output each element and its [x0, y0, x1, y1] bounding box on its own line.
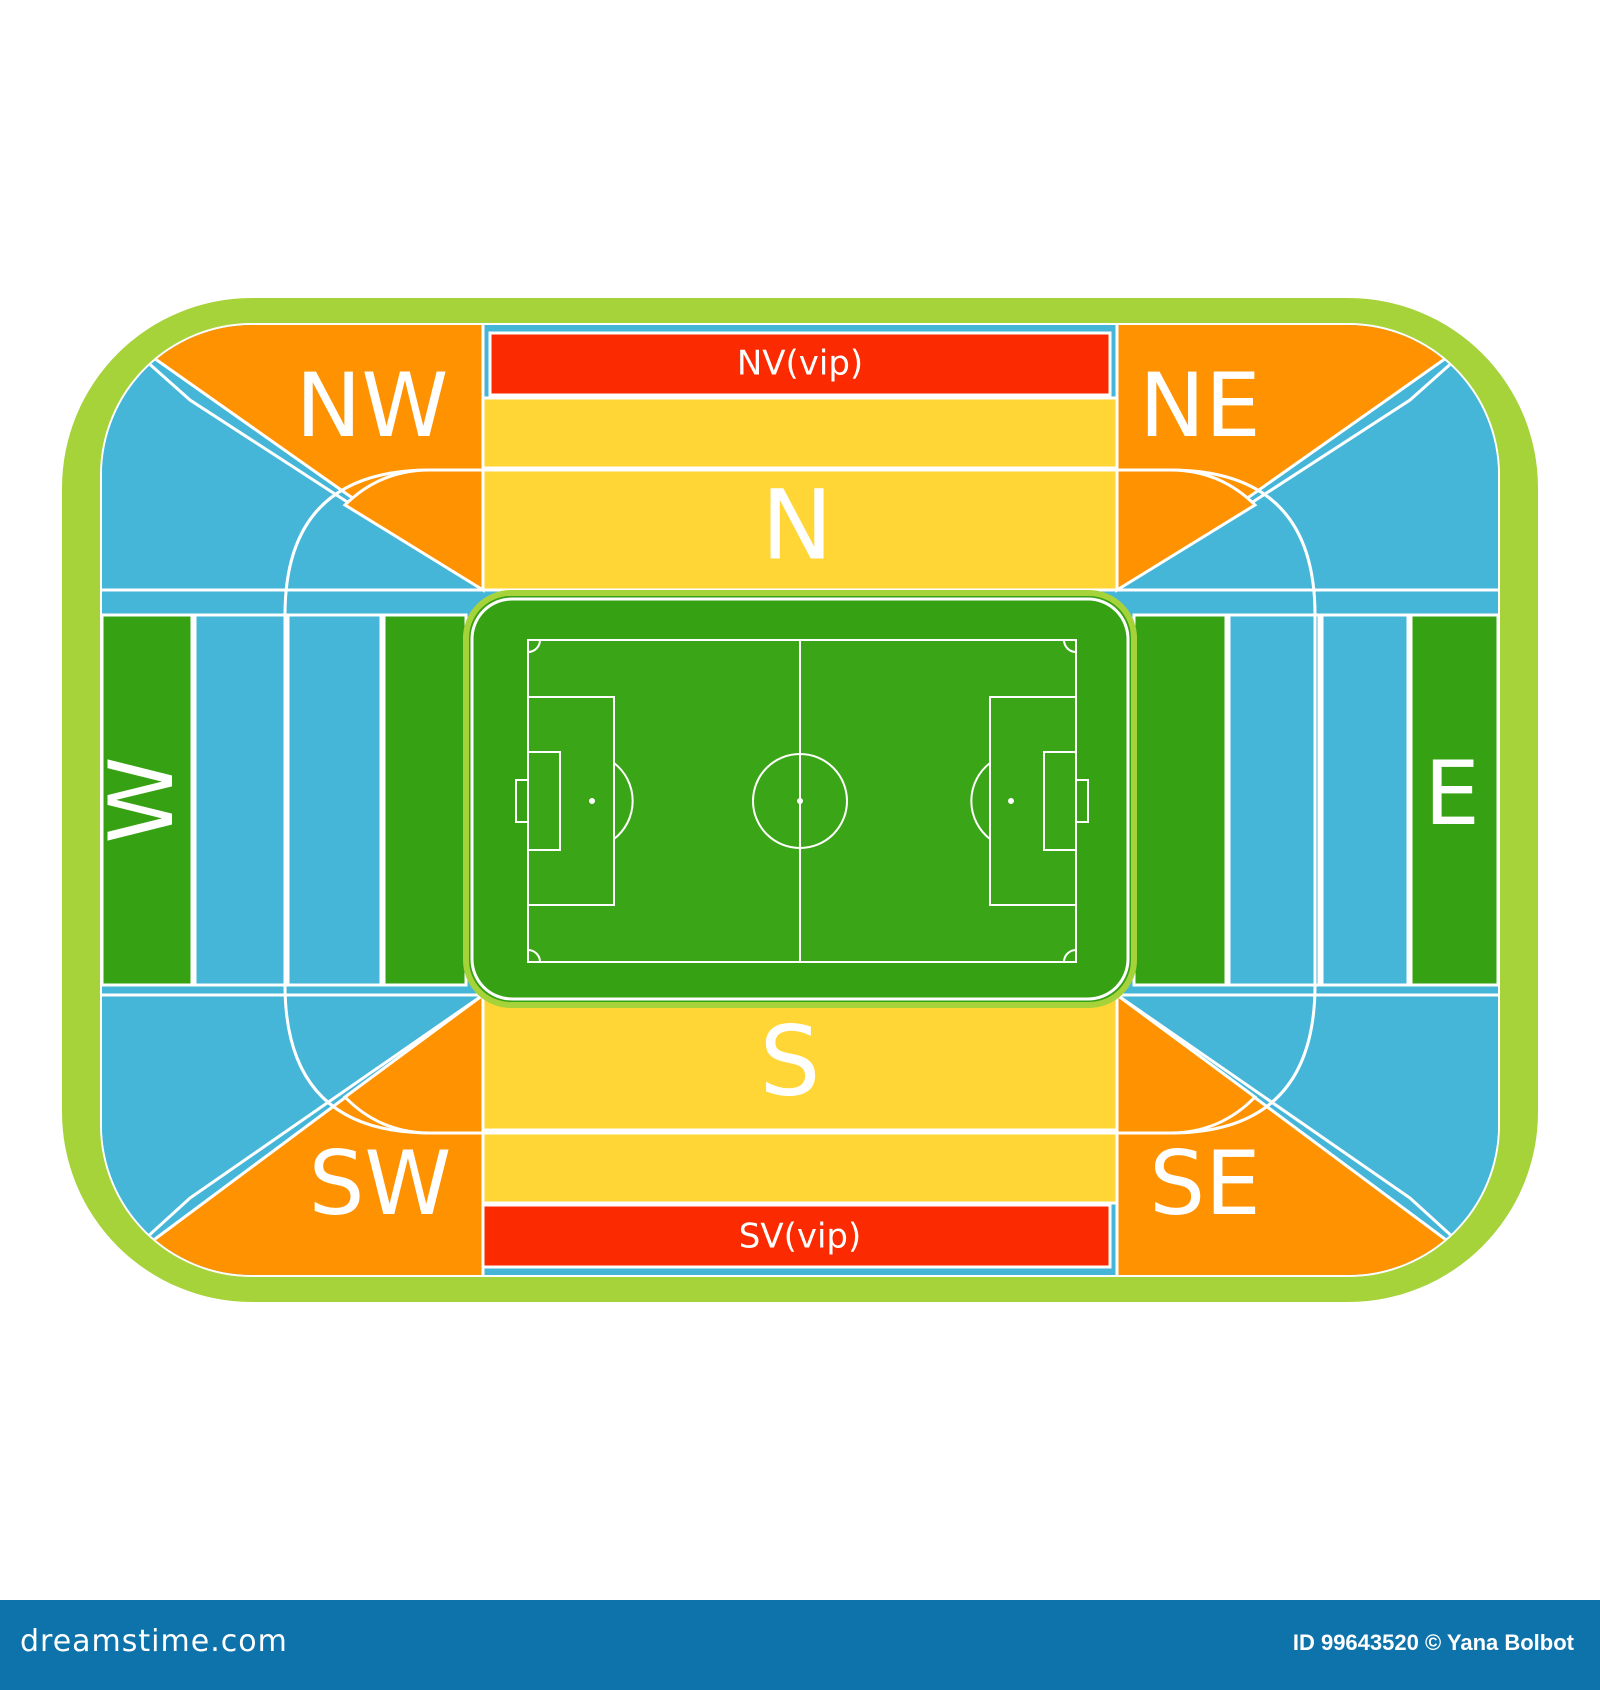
label-w: W [90, 756, 193, 843]
label-s: S [760, 1005, 821, 1117]
label-e: E [1424, 742, 1480, 845]
section-sw-inner[interactable] [342, 992, 485, 1135]
label-n: N [761, 469, 833, 581]
inner-ring-line [283, 468, 1317, 1135]
image-credit: ID 99643520 © Yana Bolbot [1292, 1630, 1574, 1655]
section-e-inner[interactable] [1132, 613, 1228, 987]
section-sv-vip[interactable] [481, 1203, 1112, 1269]
label-sv-vip: SV(vip) [739, 1217, 862, 1257]
section-e-blue-1[interactable] [1227, 613, 1321, 987]
section-w-blue-2[interactable] [286, 613, 383, 987]
brand-logo: dreamstime.com [20, 1624, 288, 1659]
section-nw-inner[interactable] [342, 468, 485, 593]
label-se: SE [1149, 1132, 1260, 1235]
section-e-outer[interactable] [1409, 613, 1498, 987]
section-ne-inner[interactable] [1115, 468, 1258, 593]
section-se-inner[interactable] [1115, 992, 1258, 1135]
section-w-inner[interactable] [382, 613, 468, 987]
section-n[interactable] [481, 468, 1119, 592]
pitch-surround-line [470, 597, 1130, 1001]
football-pitch [515, 639, 1089, 963]
section-e-blue-2[interactable] [1320, 613, 1410, 987]
section-s-lower[interactable] [481, 1131, 1119, 1205]
section-n-upper[interactable] [481, 396, 1119, 470]
footer-bar: dreamstime.com ID 99643520 © Yana Bolbot [0, 1600, 1600, 1690]
label-nv-vip: NV(vip) [737, 344, 863, 384]
label-nw: NW [296, 354, 449, 457]
label-ne: NE [1139, 354, 1260, 457]
stadium-seating-map: NV(vip) SV(vip) N S NW NE SW SE W E [62, 298, 1538, 1302]
section-w-blue-1[interactable] [193, 613, 287, 987]
section-nv-vip[interactable] [488, 331, 1112, 397]
section-w-outer[interactable] [102, 613, 194, 987]
label-sw: SW [309, 1132, 452, 1235]
